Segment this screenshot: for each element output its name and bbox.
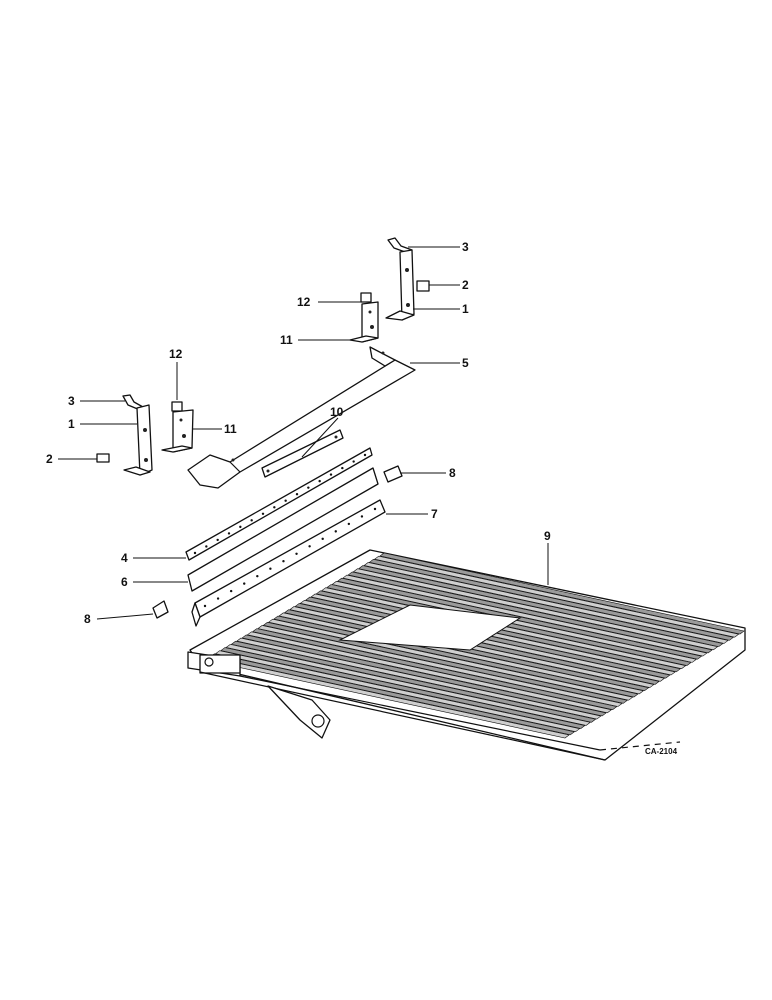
hanger-hole — [311, 714, 325, 728]
bolt-hole — [273, 506, 276, 509]
callout-3-right: 3 — [462, 240, 469, 254]
shim-12-right — [360, 292, 372, 303]
front-bolt — [204, 657, 214, 667]
side-rail-top — [199, 671, 606, 761]
bolt-hole — [347, 522, 351, 526]
angle-bracket-1-right-foot — [385, 310, 415, 321]
callout-1-left: 1 — [68, 417, 75, 431]
callout-11-right: 11 — [280, 333, 293, 347]
bracket-11-right-foot — [349, 335, 379, 343]
bracket-11-left-foot — [161, 445, 193, 453]
callout-12-right: 12 — [297, 295, 311, 309]
callout-2-right: 2 — [462, 278, 469, 292]
callout-1-right: 1 — [462, 302, 469, 316]
callout-5: 5 — [462, 356, 469, 370]
angle-bracket-1-left — [136, 404, 153, 476]
strip-4 — [185, 447, 373, 561]
support-channel-5 — [187, 346, 416, 489]
strip-6 — [187, 467, 379, 592]
callout-2-left: 2 — [46, 452, 53, 466]
right-bracket-set — [349, 237, 430, 343]
louver-strip — [214, 650, 581, 733]
bolt-hole — [216, 597, 220, 600]
louver-strip — [363, 562, 729, 644]
bolt-hole — [363, 453, 367, 457]
bolt-hole — [203, 604, 207, 608]
bolt-hole — [295, 552, 298, 555]
louver-strip — [373, 555, 740, 638]
bolt-hole — [205, 545, 208, 548]
rubber-pad-8-lower — [152, 600, 169, 619]
louver-strip — [225, 644, 591, 726]
rubber-pad-8-upper — [383, 465, 403, 483]
louver-strip — [252, 628, 618, 710]
louver-strip — [358, 565, 724, 647]
louver-strip — [241, 634, 607, 717]
bolt-hole — [318, 479, 321, 483]
bolt-hole — [373, 507, 377, 511]
bolt-hole — [321, 537, 324, 541]
bolt-hole — [250, 519, 253, 522]
callout-4: 4 — [121, 551, 128, 565]
bolt-hole — [282, 560, 285, 563]
callout-12-left: 12 — [169, 347, 183, 361]
sieve-assembly — [187, 549, 746, 761]
louver-strip — [347, 571, 713, 654]
bolt-hole — [284, 499, 287, 502]
callout-7: 7 — [431, 507, 438, 521]
callout-3-left: 3 — [68, 394, 75, 408]
louver-strip — [368, 558, 735, 641]
angle-bracket-1-right — [399, 249, 415, 321]
bolt-hole — [216, 538, 219, 542]
louver-strip — [257, 625, 623, 707]
sieve-cutaway — [338, 604, 522, 651]
bolt-hole — [329, 473, 333, 476]
louver-strip — [220, 647, 586, 729]
nut-2-right — [416, 280, 430, 292]
shim-12-left — [171, 401, 183, 412]
bolt-hole — [295, 493, 299, 496]
hanger-bracket — [267, 685, 331, 739]
front-end-block — [199, 654, 241, 674]
strip-10 — [261, 429, 344, 478]
bolt-hole — [229, 589, 233, 593]
bolt-hole — [239, 525, 242, 529]
figure-code: CA-2104 — [645, 747, 678, 756]
louver-strip — [342, 574, 708, 657]
strip-7 — [191, 499, 386, 627]
callout-9: 9 — [544, 529, 551, 543]
bolt-hole — [256, 574, 259, 578]
bolt-hole — [360, 515, 364, 518]
bolt-hole — [334, 530, 337, 533]
louver-strip — [236, 637, 602, 720]
nut-2-left — [96, 453, 110, 463]
louver-strip — [230, 640, 597, 723]
callout-8-lower: 8 — [84, 612, 91, 626]
bolt-hole — [269, 567, 272, 570]
bolt-hole — [261, 512, 265, 515]
side-rail-hidden — [599, 741, 681, 751]
louver-strip — [379, 552, 745, 635]
callout-10: 10 — [330, 405, 344, 419]
bolt-hole — [193, 551, 197, 555]
callout-labels: 3 2 1 12 11 5 12 3 1 11 2 10 8 7 9 4 6 8… — [46, 240, 678, 756]
bolt-hole — [352, 460, 355, 463]
side-rail-inner — [239, 675, 601, 751]
bolt-hole — [341, 466, 344, 470]
angle-bracket-1-left-foot — [123, 466, 151, 476]
bolt-hole — [243, 582, 246, 585]
bolt-hole — [227, 532, 231, 535]
callout-8-upper: 8 — [449, 466, 456, 480]
leader-lines — [58, 246, 549, 620]
bolt-hole — [307, 486, 310, 489]
louver-strip — [246, 631, 613, 714]
louver-strip — [262, 622, 629, 704]
bolt-hole — [308, 545, 311, 548]
callout-11-left: 11 — [224, 422, 237, 436]
louver-strip — [352, 568, 719, 651]
left-bracket-set — [96, 394, 194, 476]
callout-6: 6 — [121, 575, 128, 589]
